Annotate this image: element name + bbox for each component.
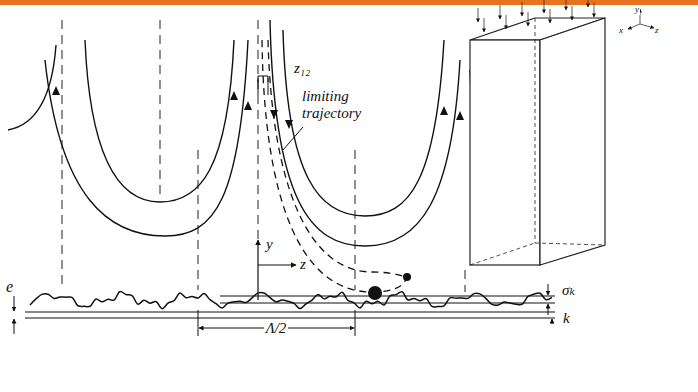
y-axis (257, 240, 258, 300)
dimension-label: z₁₂ (292, 60, 312, 77)
callout-label: limiting trajectory (300, 88, 382, 121)
axis-label: z (654, 26, 660, 36)
channel-inset (470, 18, 605, 265)
dimension-label: Λ/2 (264, 320, 289, 337)
reference-lines (25, 296, 555, 318)
particle (403, 273, 411, 281)
axis-label: z (298, 256, 308, 273)
z12-marker (258, 76, 268, 95)
deposited-particle (368, 286, 382, 300)
axis-label: y (634, 5, 640, 15)
dimension-label: σₖ (560, 282, 577, 299)
dimension-label: k (561, 310, 572, 327)
streamlines (8, 20, 545, 246)
top-bar (0, 0, 698, 5)
limiting-trajectory (262, 40, 407, 292)
rough-surface (30, 291, 552, 308)
roughness-brackets (548, 284, 552, 324)
axes-icon (628, 9, 654, 29)
inflow-arrows (478, 0, 594, 32)
z-axis (258, 264, 296, 265)
leader-line (283, 127, 303, 150)
axis-label: y (264, 236, 275, 253)
cell-boundaries (62, 20, 465, 292)
dimension-label: e (4, 278, 15, 296)
axis-label: x (618, 26, 624, 36)
dimension-line (198, 310, 355, 336)
e-arrows (14, 296, 15, 334)
